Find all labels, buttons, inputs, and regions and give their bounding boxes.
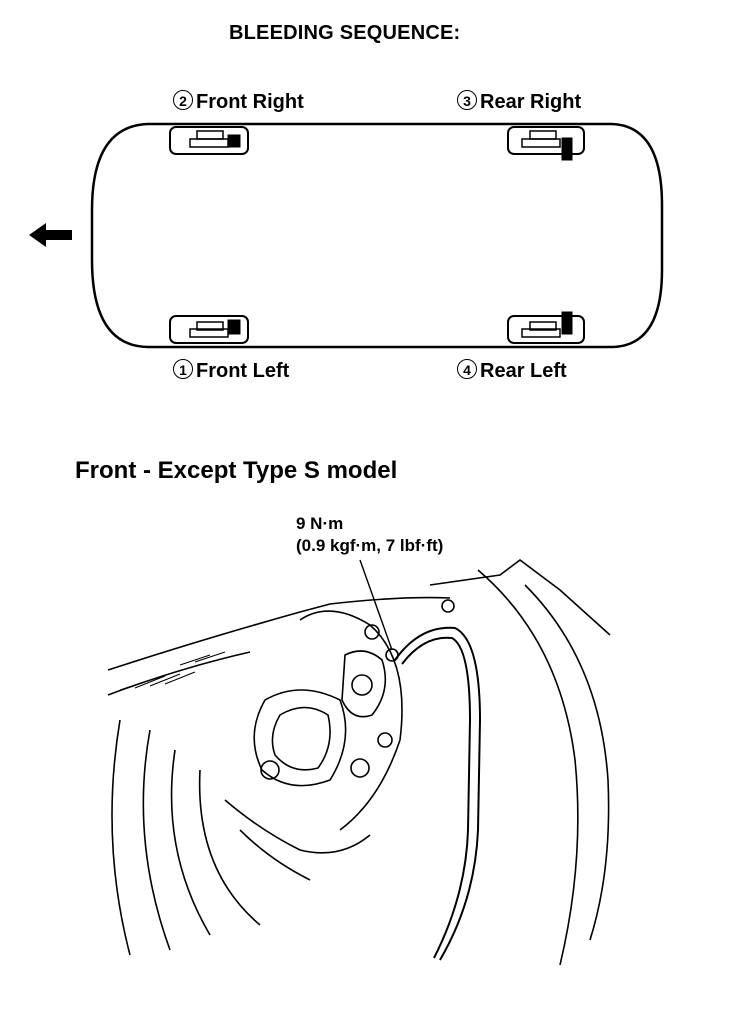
- sequence-title: BLEEDING SEQUENCE:: [229, 22, 461, 44]
- wheel-front-right: [169, 126, 249, 155]
- wheel-rear-right: [507, 126, 585, 161]
- sequence-number: 2: [173, 90, 193, 110]
- sequence-number: 1: [173, 359, 193, 379]
- sequence-number: 4: [457, 359, 477, 379]
- car-body-outline: [90, 122, 664, 349]
- wheel-name: Rear Right: [480, 91, 582, 113]
- wheel-front-left: [169, 315, 249, 344]
- caliper-illustration: [107, 559, 611, 966]
- wheel-rear-left: [507, 311, 585, 344]
- torque-spec: 9 N·m (0.9 kgf·m, 7 lbf·ft): [296, 513, 443, 557]
- section-title: Front - Except Type S model: [75, 457, 398, 484]
- wheel-name: Rear Left: [480, 360, 567, 382]
- sequence-number: 3: [457, 90, 477, 110]
- wheel-name: Front Left: [196, 360, 290, 382]
- torque-value: 9 N·m: [296, 514, 344, 533]
- wheel-name: Front Right: [196, 91, 304, 113]
- torque-conversion: (0.9 kgf·m, 7 lbf·ft): [296, 536, 444, 555]
- arrow-left-icon: [29, 223, 72, 247]
